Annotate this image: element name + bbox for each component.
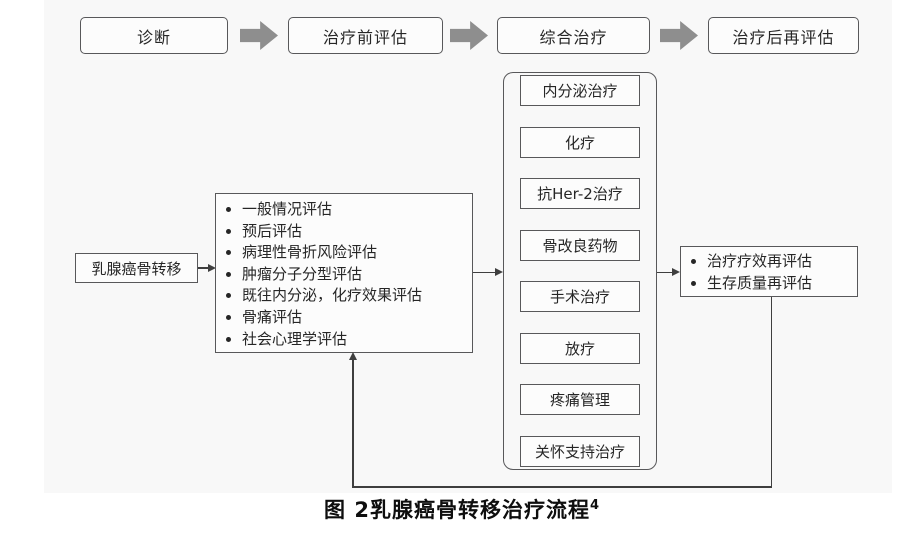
arrowhead-icon [672,268,680,276]
reassessment-list: 治疗疗效再评估 生存质量再评估 [681,250,812,294]
treatment-box: 骨改良药物 [520,229,640,261]
treatment-box: 放疗 [520,332,640,364]
assessment-item: 既往内分泌，化疗效果评估 [242,285,422,307]
treatment-box: 疼痛管理 [520,384,640,416]
assessment-item: 预后评估 [242,221,422,243]
treatment-label: 化疗 [564,133,595,152]
step-label: 诊断 [136,27,171,47]
treatment-label: 关怀支持治疗 [534,442,625,461]
assessment-list: 一般情况评估 预后评估 病理性骨折风险评估 肿瘤分子分型评估 既往内分泌，化疗效… [216,199,422,350]
source-box-bone-metastasis: 乳腺癌骨转移 [75,253,198,283]
feedback-line-up [352,359,354,487]
assessment-item: 肿瘤分子分型评估 [242,264,422,286]
figure-caption-superscript: 4 [589,498,600,513]
treatment-box: 手术治疗 [520,281,640,313]
assessment-list-box: 一般情况评估 预后评估 病理性骨折风险评估 肿瘤分子分型评估 既往内分泌，化疗效… [215,193,473,353]
assessment-item: 病理性骨折风险评估 [242,242,422,264]
arrowhead-icon [208,263,216,272]
reassessment-list-box: 治疗疗效再评估 生存质量再评估 [680,246,858,297]
treatment-label: 骨改良药物 [542,236,618,255]
step-box-diagnosis: 诊断 [80,17,228,54]
step-box-posttreatment-reevaluation: 治疗后再评估 [708,17,859,54]
treatment-label: 抗Her-2治疗 [537,185,623,204]
reassessment-item: 生存质量再评估 [707,272,812,294]
treatment-box: 化疗 [520,126,640,158]
reassessment-item: 治疗疗效再评估 [707,250,812,272]
assessment-item: 一般情况评估 [242,199,422,221]
connector-line [473,271,496,273]
step-label: 综合治疗 [539,27,608,47]
step-label: 治疗前评估 [322,27,408,47]
assessment-item: 骨痛评估 [242,307,422,329]
step-box-pretreatment-evaluation: 治疗前评估 [288,17,443,54]
figure-caption: 图 2乳腺癌骨转移治疗流程4 [0,494,924,524]
treatment-label: 疼痛管理 [549,391,610,410]
treatment-label: 手术治疗 [549,288,610,307]
figure-caption-text: 图 2乳腺癌骨转移治疗流程 [324,498,590,522]
arrowhead-icon [495,268,503,276]
treatment-box: 关怀支持治疗 [520,435,640,467]
step-label: 治疗后再评估 [732,27,835,47]
connector-line [657,271,673,273]
source-label: 乳腺癌骨转移 [91,259,182,278]
feedback-line-bottom [352,486,772,488]
connector-line [198,267,210,269]
treatment-label: 内分泌治疗 [542,82,618,100]
feedback-line-down [770,297,772,487]
treatment-box: 内分泌治疗 [520,75,640,106]
treatment-group-box: 内分泌治疗 化疗 抗Her-2治疗 骨改良药物 手术治疗 放疗 疼痛管理 关怀支… [503,72,657,470]
assessment-item: 社会心理学评估 [242,329,422,351]
treatment-label: 放疗 [564,339,595,358]
step-box-comprehensive-treatment: 综合治疗 [497,17,650,54]
arrowhead-up-icon [348,352,357,360]
treatment-box: 抗Her-2治疗 [520,178,640,210]
